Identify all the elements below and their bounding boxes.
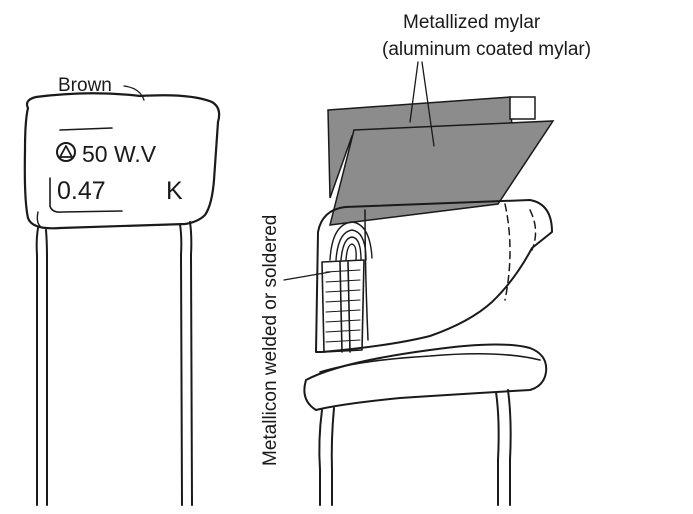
- label-metallized-mylar: Metallized mylar: [403, 12, 541, 33]
- handwritten-tick: [37, 212, 40, 226]
- voltage-rating: 50 W.V: [82, 141, 157, 167]
- label-aluminum-coated-mylar: (aluminum coated mylar): [382, 39, 591, 60]
- label-metallicon: Metallicon welded or soldered: [260, 215, 281, 466]
- metallicon-hatching: [326, 270, 360, 342]
- capacitor-cutaway-view: Metallized mylar (aluminum coated mylar)…: [260, 12, 591, 505]
- polarity-mark-icon: [57, 143, 75, 161]
- capacitor-external-view: 50 W.V 0.47 K Brown: [25, 75, 219, 505]
- winding-dashed-edge-2: [530, 210, 536, 250]
- cutaway-right-lead-inner: [508, 390, 511, 505]
- cutaway-right-lead: [496, 392, 499, 505]
- left-lead-inner: [46, 230, 47, 505]
- cutaway-left-lead: [319, 410, 322, 505]
- leader-brown: [124, 86, 144, 100]
- capacitance-value: 0.47: [57, 177, 106, 205]
- mylar-sheet-back-edge: [510, 97, 535, 119]
- metallicon-layer: [322, 260, 364, 352]
- winding-inner-edge: [365, 210, 368, 340]
- left-lead: [37, 228, 38, 505]
- tolerance-code: K: [166, 177, 183, 205]
- right-lead: [180, 224, 182, 505]
- label-brown: Brown: [58, 75, 112, 96]
- cutaway-left-lead-inner: [332, 408, 334, 505]
- right-lead-inner: [190, 222, 192, 505]
- weld-lead: [340, 262, 350, 352]
- marking-overline: [60, 128, 112, 130]
- mylar-sheet-front: [330, 121, 553, 225]
